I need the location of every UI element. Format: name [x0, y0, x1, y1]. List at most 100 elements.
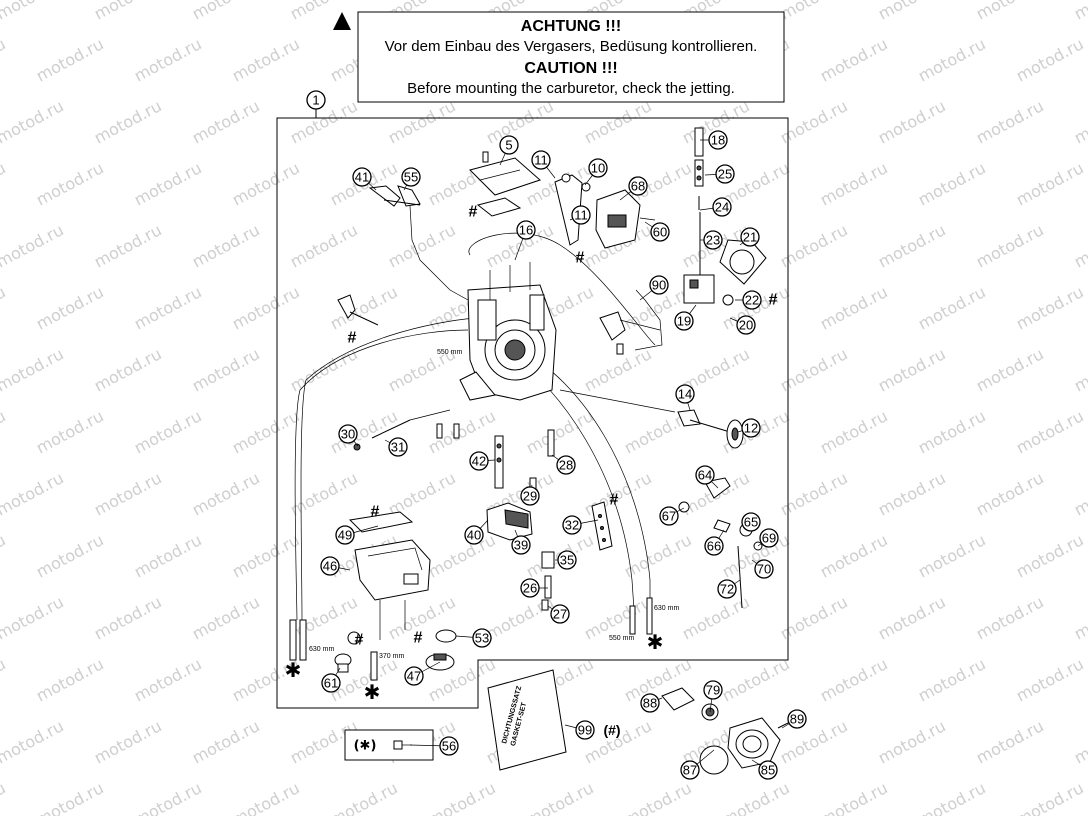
watermark-text: motod.ru [33, 778, 107, 816]
watermark-text: motod.ru [0, 592, 67, 643]
callout-circle [715, 164, 735, 184]
watermark-text: motod.ru [1013, 158, 1087, 209]
callout-label: 32 [565, 518, 579, 533]
callout-11: 11 [531, 150, 551, 170]
callout-label: 55 [404, 170, 418, 185]
star-markers: ✱✱✱ [285, 630, 664, 704]
watermark-text: motod.ru [229, 158, 303, 209]
watermark-text: motod.ru [719, 778, 793, 816]
callout-circle [520, 578, 540, 598]
callout-circle [511, 535, 531, 555]
callout-label: 66 [707, 539, 721, 554]
callout-24: 24 [712, 197, 732, 217]
watermark-text: motod.ru [1013, 282, 1087, 333]
callout-circle [575, 720, 595, 740]
callout-circle [557, 550, 577, 570]
callout-label: 24 [715, 200, 729, 215]
callout-55: 55 [401, 167, 421, 187]
callout-41: 41 [352, 167, 372, 187]
callout-35: 35 [557, 550, 577, 570]
star-marker: ✱ [285, 658, 302, 682]
watermark-text: motod.ru [425, 406, 499, 457]
warning-heading-en: CAUTION !!! [524, 60, 617, 77]
watermark-text: motod.ru [1071, 220, 1088, 271]
watermark-text: motod.ru [0, 282, 9, 333]
watermark-text: motod.ru [131, 282, 205, 333]
watermark-text: motod.ru [0, 716, 67, 767]
intake-parts [661, 687, 791, 775]
watermark-text: motod.ru [33, 530, 107, 581]
callout-circle [628, 176, 648, 196]
callout-label: 35 [560, 553, 574, 568]
callout-label: 90 [652, 278, 666, 293]
watermark-text: motod.ru [91, 468, 165, 519]
callout-70: 70 [754, 559, 774, 579]
callout-46: 46 [320, 556, 340, 576]
watermark-text: motod.ru [0, 34, 9, 85]
callout-label: 56 [442, 739, 456, 754]
watermark-text: motod.ru [973, 344, 1047, 395]
callout-29: 29 [520, 486, 540, 506]
callout-label: 40 [467, 528, 481, 543]
callout-90: 90 [649, 275, 669, 295]
watermark-text: motod.ru [327, 282, 401, 333]
watermark-text: motod.ru [777, 0, 851, 24]
watermark-text: motod.ru [0, 220, 67, 271]
callout-56: 56 [439, 736, 459, 756]
callout-99: 99 [575, 720, 595, 740]
callout-label: 12 [744, 421, 758, 436]
watermark-text: motod.ru [287, 220, 361, 271]
callout-circle [650, 222, 670, 242]
callout-circle [499, 135, 519, 155]
callout-64: 64 [695, 465, 715, 485]
watermark-text: motod.ru [33, 282, 107, 333]
callout-label: 31 [391, 440, 405, 455]
main-jet-holder [541, 551, 555, 611]
callout-circle [338, 424, 358, 444]
watermark-text: motod.ru [0, 406, 9, 457]
watermark-text: motod.ru [0, 0, 67, 24]
watermark-text: motod.ru [973, 592, 1047, 643]
callout-21: 21 [740, 227, 760, 247]
callout-circle [680, 760, 700, 780]
watermark-text: motod.ru [91, 0, 165, 24]
watermark-text: motod.ru [817, 530, 891, 581]
callout-circle [758, 760, 778, 780]
measurement-label: 550 mm [609, 635, 634, 642]
hash-markers: ######## [348, 204, 778, 649]
callout-label: 29 [523, 489, 537, 504]
hash-marker: # [348, 330, 357, 347]
watermark-text: motod.ru [1071, 96, 1088, 147]
watermark-text: motod.ru [915, 530, 989, 581]
watermark-text: motod.ru [621, 530, 695, 581]
callout-circle [708, 130, 728, 150]
callout-circle [531, 150, 551, 170]
callout-label: 11 [534, 153, 548, 168]
watermark-text: motod.ru [0, 654, 9, 705]
callout-circle [741, 512, 761, 532]
callout-label: 28 [559, 458, 573, 473]
hash-marker: # [355, 632, 364, 649]
callout-88: 88 [640, 693, 660, 713]
callout-label: 85 [761, 763, 775, 778]
callout-11: 11 [571, 205, 591, 225]
callout-19: 19 [674, 311, 694, 331]
callout-40: 40 [464, 525, 484, 545]
watermark-text: motod.ru [1013, 34, 1087, 85]
callout-49: 49 [335, 525, 355, 545]
watermark-text: motod.ru [875, 592, 949, 643]
callout-label: 10 [591, 161, 605, 176]
callout-circle [556, 455, 576, 475]
parts-drawing: DICHTUNGSSATZ GASKET-SET (✱) [289, 127, 791, 775]
callout-circle [550, 604, 570, 624]
warning-text-en: Before mounting the carburetor, check th… [407, 80, 735, 97]
watermark-text: motod.ru [189, 716, 263, 767]
watermark-text: motod.ru [875, 96, 949, 147]
watermark-text: motod.ru [229, 530, 303, 581]
callout-circle [736, 315, 756, 335]
watermark-text: motod.ru [33, 406, 107, 457]
warning-box: ACHTUNG !!! Vor dem Einbau des Vergasers… [357, 11, 785, 103]
callout-label: 46 [323, 559, 337, 574]
watermark-text: motod.ru [189, 0, 263, 24]
callout-61: 61 [321, 673, 341, 693]
